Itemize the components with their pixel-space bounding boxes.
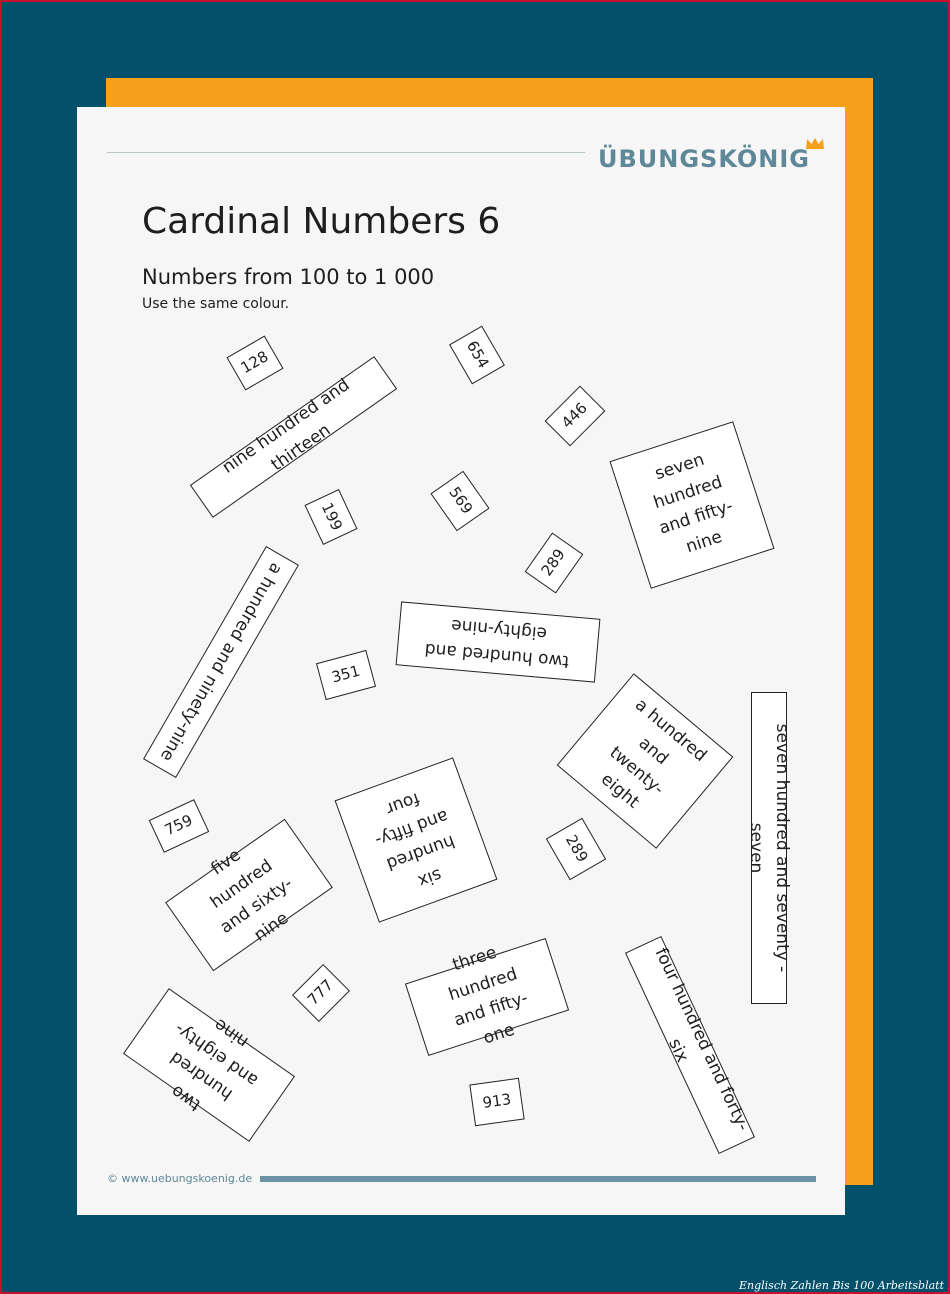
footer-url: © www.uebungskoenig.de <box>107 1172 253 1185</box>
number-card: 654 <box>449 325 505 385</box>
brand-logo: ÜBUNGSKÖNIG <box>598 145 810 173</box>
word-card: two hundred and eighty-nine <box>395 601 601 683</box>
number-card: 913 <box>469 1077 525 1127</box>
header-rule <box>107 152 585 153</box>
worksheet-page: ÜBUNGSKÖNIG Cardinal Numbers 6 Numbers f… <box>77 107 845 1215</box>
number-card: 289 <box>545 817 607 881</box>
word-card: four hundred and forty-six <box>624 935 756 1155</box>
number-card: 759 <box>148 799 210 853</box>
word-card: seven hundred and seventy - seven <box>746 692 792 1004</box>
worksheet-subtitle: Numbers from 100 to 1 000 <box>142 265 435 289</box>
word-card: six hundred and fifty-four <box>334 757 498 923</box>
word-card: a hundred and ninety-nine <box>143 545 299 779</box>
number-card: 289 <box>524 532 584 594</box>
number-card: 351 <box>315 649 377 701</box>
word-card: three hundred and fifty-one <box>404 937 570 1057</box>
worksheet-instruction: Use the same colour. <box>142 296 290 312</box>
crown-icon <box>806 138 824 149</box>
footer-bar <box>260 1176 816 1182</box>
number-card: 199 <box>304 489 358 545</box>
word-card: nine hundred and thirteen <box>189 356 398 518</box>
worksheet-title: Cardinal Numbers 6 <box>142 201 501 242</box>
word-card: two hundred and eighty-nine <box>122 988 296 1142</box>
number-card: 446 <box>544 385 606 447</box>
word-card: seven hundred and fifty-nine <box>609 421 775 589</box>
number-card: 777 <box>292 964 350 1022</box>
image-caption: Englisch Zahlen Bis 100 Arbeitsblatt <box>738 1279 944 1292</box>
word-card: five hundred and sixty-nine <box>165 818 333 972</box>
number-card: 128 <box>226 335 284 391</box>
number-card: 569 <box>430 470 490 532</box>
